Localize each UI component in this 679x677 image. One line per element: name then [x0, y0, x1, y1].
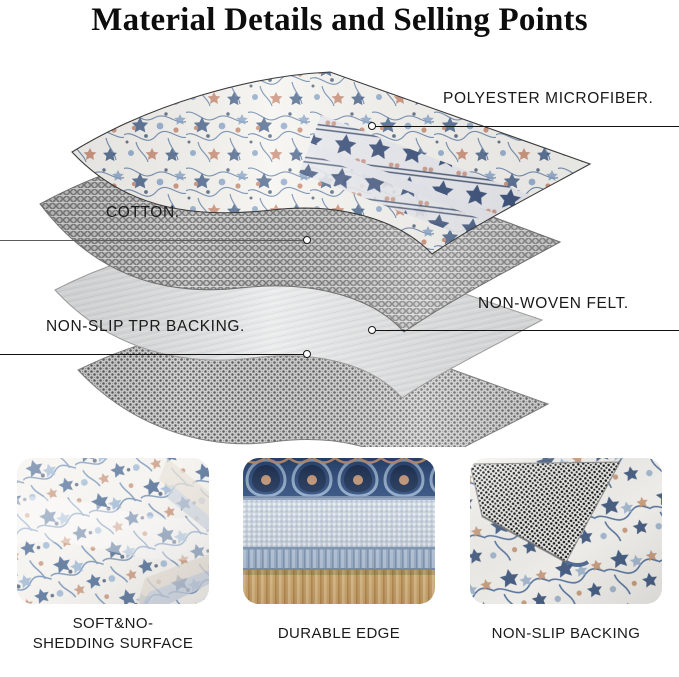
feature-thumbnail-row: SOFT&NO- SHEDDING SURFACE	[0, 452, 679, 677]
feature-caption-line: SOFT&NO-	[72, 615, 154, 632]
rug-backing-closeup-art	[470, 458, 662, 604]
callout-line-non-woven-felt	[372, 330, 679, 331]
feature-non-slip-backing[interactable]: NON-SLIP BACKING	[453, 452, 679, 677]
callout-dot-polyester-microfiber	[368, 122, 376, 130]
feature-caption-line: DURABLE EDGE	[277, 625, 401, 642]
callout-dot-non-woven-felt	[368, 326, 376, 334]
feature-caption-line: NON-SLIP BACKING	[491, 625, 641, 642]
feature-soft-no-shedding-surface[interactable]: SOFT&NO- SHEDDING SURFACE	[0, 452, 226, 677]
callout-line-cotton	[0, 240, 307, 241]
feature-durable-edge[interactable]: DURABLE EDGE	[226, 452, 452, 677]
thumbnail-rug-backing-closeup[interactable]	[470, 458, 662, 604]
callout-label-non-slip-tpr-backing: NON-SLIP TPR BACKING.	[46, 318, 245, 335]
thumbnail-rug-surface-closeup[interactable]	[17, 458, 209, 604]
callout-dot-cotton	[303, 236, 311, 244]
rug-edge-closeup-art	[243, 458, 435, 604]
rug-surface-closeup-art	[17, 458, 209, 604]
callout-label-non-woven-felt: NON-WOVEN FELT.	[478, 295, 629, 312]
callout-line-polyester-microfiber	[372, 126, 679, 127]
layer-diagram-svg	[39, 71, 592, 447]
thumbnail-rug-edge-closeup[interactable]	[243, 458, 435, 604]
feature-caption-soft-no-shedding-surface: SOFT&NO- SHEDDING SURFACE	[0, 614, 226, 654]
feature-caption-durable-edge: DURABLE EDGE	[226, 624, 452, 644]
callout-label-polyester-microfiber: POLYESTER MICROFIBER.	[443, 90, 654, 107]
feature-caption-line: SHEDDING SURFACE	[32, 635, 194, 652]
callout-label-cotton: COTTON.	[106, 204, 180, 221]
feature-caption-non-slip-backing: NON-SLIP BACKING	[453, 624, 679, 644]
page-title: Material Details and Selling Points	[91, 2, 588, 38]
callout-dot-non-slip-tpr-backing	[303, 350, 311, 358]
callout-line-non-slip-tpr-backing	[0, 354, 307, 355]
exploded-layer-diagram: POLYESTER MICROFIBER. COTTON. NON-WOVEN …	[0, 52, 679, 447]
